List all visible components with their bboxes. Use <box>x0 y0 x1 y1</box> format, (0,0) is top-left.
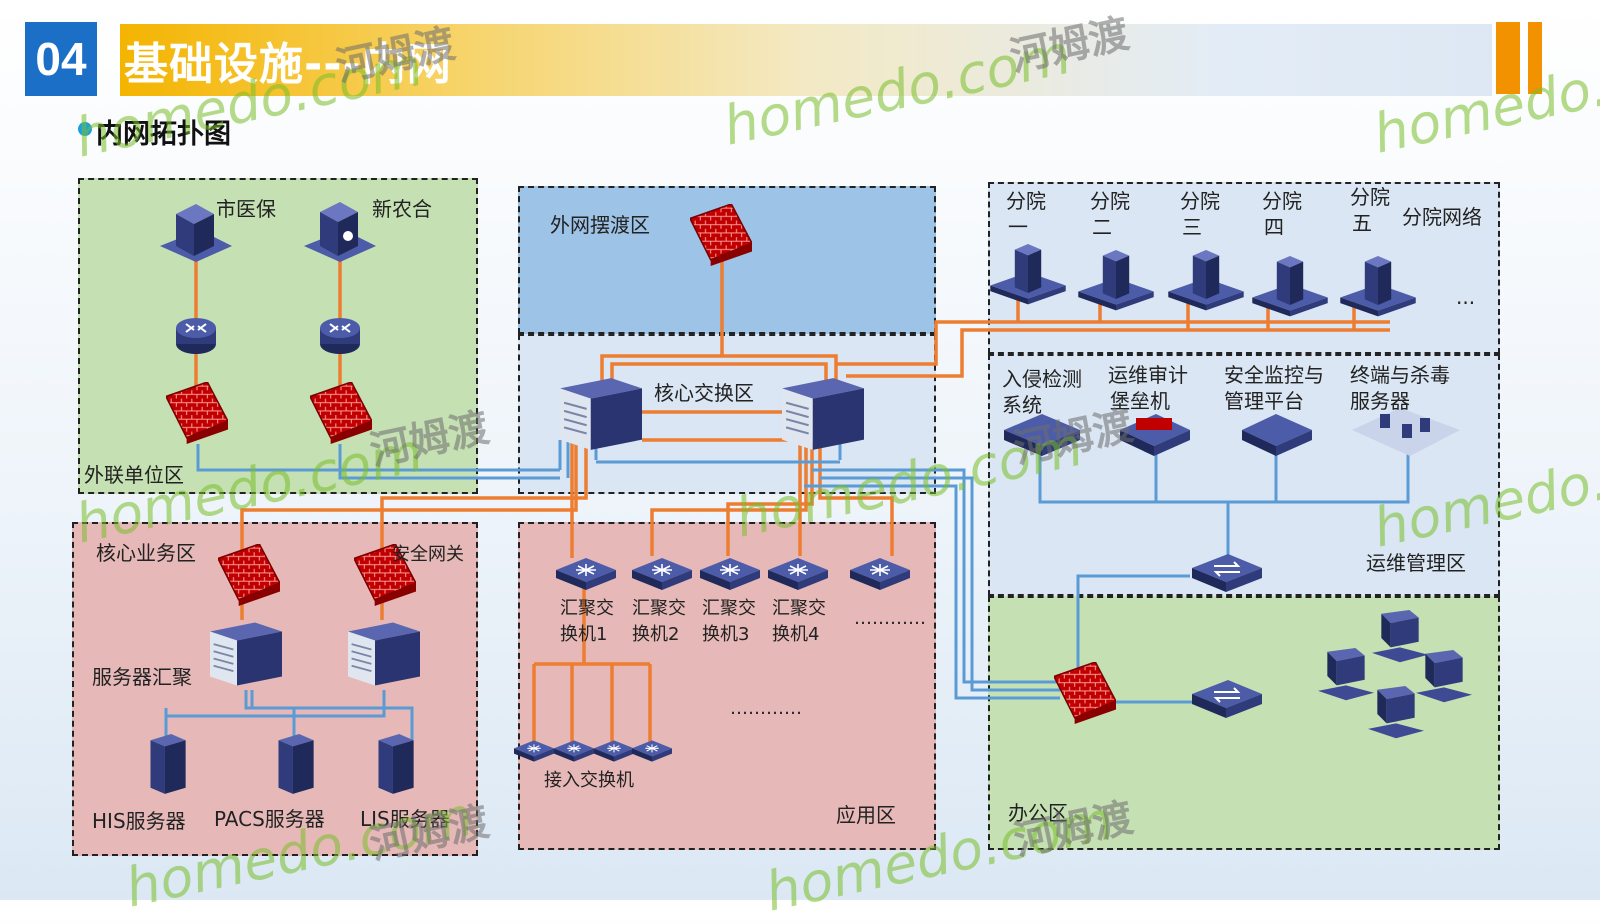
server-agg-icon <box>210 621 282 687</box>
core-switch-icon <box>782 378 864 450</box>
label-lis: LIS服务器 <box>360 807 450 831</box>
pc-icon <box>1318 648 1374 701</box>
label-server-agg: 服务器汇聚 <box>92 665 192 689</box>
access-switch-icon <box>632 739 672 763</box>
label-access-switch: 接入交换机 <box>544 770 634 791</box>
bullet-dot <box>78 122 92 136</box>
agg-switch-icon <box>632 557 692 591</box>
rural-coop-building <box>304 202 376 262</box>
section-number-badge: 04 <box>25 22 97 96</box>
label-agg4-2: 换机4 <box>772 624 820 645</box>
title-bar <box>120 24 1492 96</box>
branch-server-icon <box>1340 256 1416 317</box>
blue-links <box>164 440 1410 742</box>
label-secmon-2: 管理平台 <box>1224 389 1304 413</box>
label-his: HIS服务器 <box>92 809 186 833</box>
label-branch5: 分院 <box>1350 185 1390 209</box>
decor-bar-2 <box>1528 22 1542 94</box>
orange-links <box>194 260 1390 742</box>
label-audit: 运维审计 <box>1108 363 1188 387</box>
label-branch5-num: 五 <box>1352 211 1372 235</box>
router-icon <box>175 317 217 355</box>
decor-bar-1 <box>1496 22 1520 94</box>
label-branch3-num: 三 <box>1182 215 1202 239</box>
access-switch-icon <box>514 739 554 763</box>
label-secmon: 安全监控与 <box>1224 363 1324 387</box>
label-audit-2: 堡垒机 <box>1110 389 1170 413</box>
label-agg3-2: 换机3 <box>702 624 750 645</box>
firewall-icon <box>1054 662 1116 724</box>
zone-label-ops: 运维管理区 <box>1366 551 1466 575</box>
label-agg2: 汇聚交 <box>632 598 686 619</box>
access-switch-icon <box>554 739 594 763</box>
firewall-icon <box>690 204 752 266</box>
ops-switch-icon <box>1192 553 1262 593</box>
label-branch2: 分院 <box>1090 189 1130 213</box>
agg-switch-icon <box>556 557 616 591</box>
bastion-host-icon <box>1120 414 1190 456</box>
ids-device-icon <box>1004 414 1080 456</box>
label-rural-coop: 新农合 <box>372 197 432 221</box>
zone-branch <box>988 182 1500 354</box>
label-av-2: 服务器 <box>1350 389 1410 413</box>
label-branch2-num: 二 <box>1092 215 1112 239</box>
firewall-icon <box>166 382 228 444</box>
agg-switch-icon <box>850 557 910 591</box>
zone-label-core-business: 核心业务区 <box>96 541 196 565</box>
label-agg-more: ………… <box>854 608 926 629</box>
label-agg3: 汇聚交 <box>702 598 756 619</box>
zone-external <box>78 178 478 494</box>
label-branch-ellipsis: ... <box>1456 285 1476 309</box>
zone-ops <box>988 354 1500 596</box>
security-gateway-server-icon <box>348 621 420 687</box>
zone-label-external: 外联单位区 <box>84 463 184 487</box>
label-av: 终端与杀毒 <box>1350 363 1450 387</box>
office-switch-icon <box>1192 679 1262 719</box>
label-agg2-2: 换机2 <box>632 624 680 645</box>
pc-icon <box>1372 610 1428 663</box>
topology-diagram <box>150 202 1472 794</box>
agg-switch-icon <box>768 557 828 591</box>
access-switch-icon <box>594 739 634 763</box>
label-branch1: 分院 <box>1006 189 1046 213</box>
zone-label-core-switch: 核心交换区 <box>654 381 754 405</box>
pacs-server-icon <box>278 734 314 794</box>
router-icon <box>319 317 361 355</box>
his-server-icon <box>150 734 186 794</box>
firewall-icon <box>218 544 280 606</box>
branch-server-icon <box>1168 250 1244 311</box>
zone-label-app: 应用区 <box>836 803 896 827</box>
label-city-insurance: 市医保 <box>216 197 276 221</box>
section-subtitle: 内网拓扑图 <box>96 119 231 150</box>
zone-label-office: 办公区 <box>1008 801 1068 825</box>
lis-server-icon <box>378 734 414 794</box>
label-pacs: PACS服务器 <box>214 807 325 831</box>
label-agg4: 汇聚交 <box>772 598 826 619</box>
label-branch4-num: 四 <box>1264 215 1284 239</box>
branch-server-icon <box>1078 250 1154 311</box>
zone-label-ferry: 外网摆渡区 <box>550 213 650 237</box>
security-monitor-icon <box>1242 414 1312 456</box>
page-title: 基础设施---内网 <box>124 39 452 90</box>
label-agg1: 汇聚交 <box>560 598 614 619</box>
label-security-gateway: 安全网关 <box>392 544 464 565</box>
branch-server-icon <box>1252 256 1328 317</box>
label-access-more: ………… <box>730 698 802 719</box>
label-branch4: 分院 <box>1262 189 1302 213</box>
core-switch-icon <box>560 378 642 450</box>
label-branch1-num: 一 <box>1008 215 1028 239</box>
branch-server-icon <box>990 244 1066 305</box>
antivirus-server-icon <box>1352 408 1460 456</box>
firewall-icon <box>310 382 372 444</box>
label-branch3: 分院 <box>1180 189 1220 213</box>
pc-icon <box>1368 686 1424 739</box>
label-agg1-2: 换机1 <box>560 624 608 645</box>
pc-icon <box>1416 650 1472 703</box>
zone-label-branch: 分院网络 <box>1402 205 1482 229</box>
label-ids: 入侵检测 <box>1002 367 1082 391</box>
agg-switch-icon <box>700 557 760 591</box>
label-ids-2: 系统 <box>1002 393 1042 417</box>
city-insurance-building <box>160 204 232 262</box>
